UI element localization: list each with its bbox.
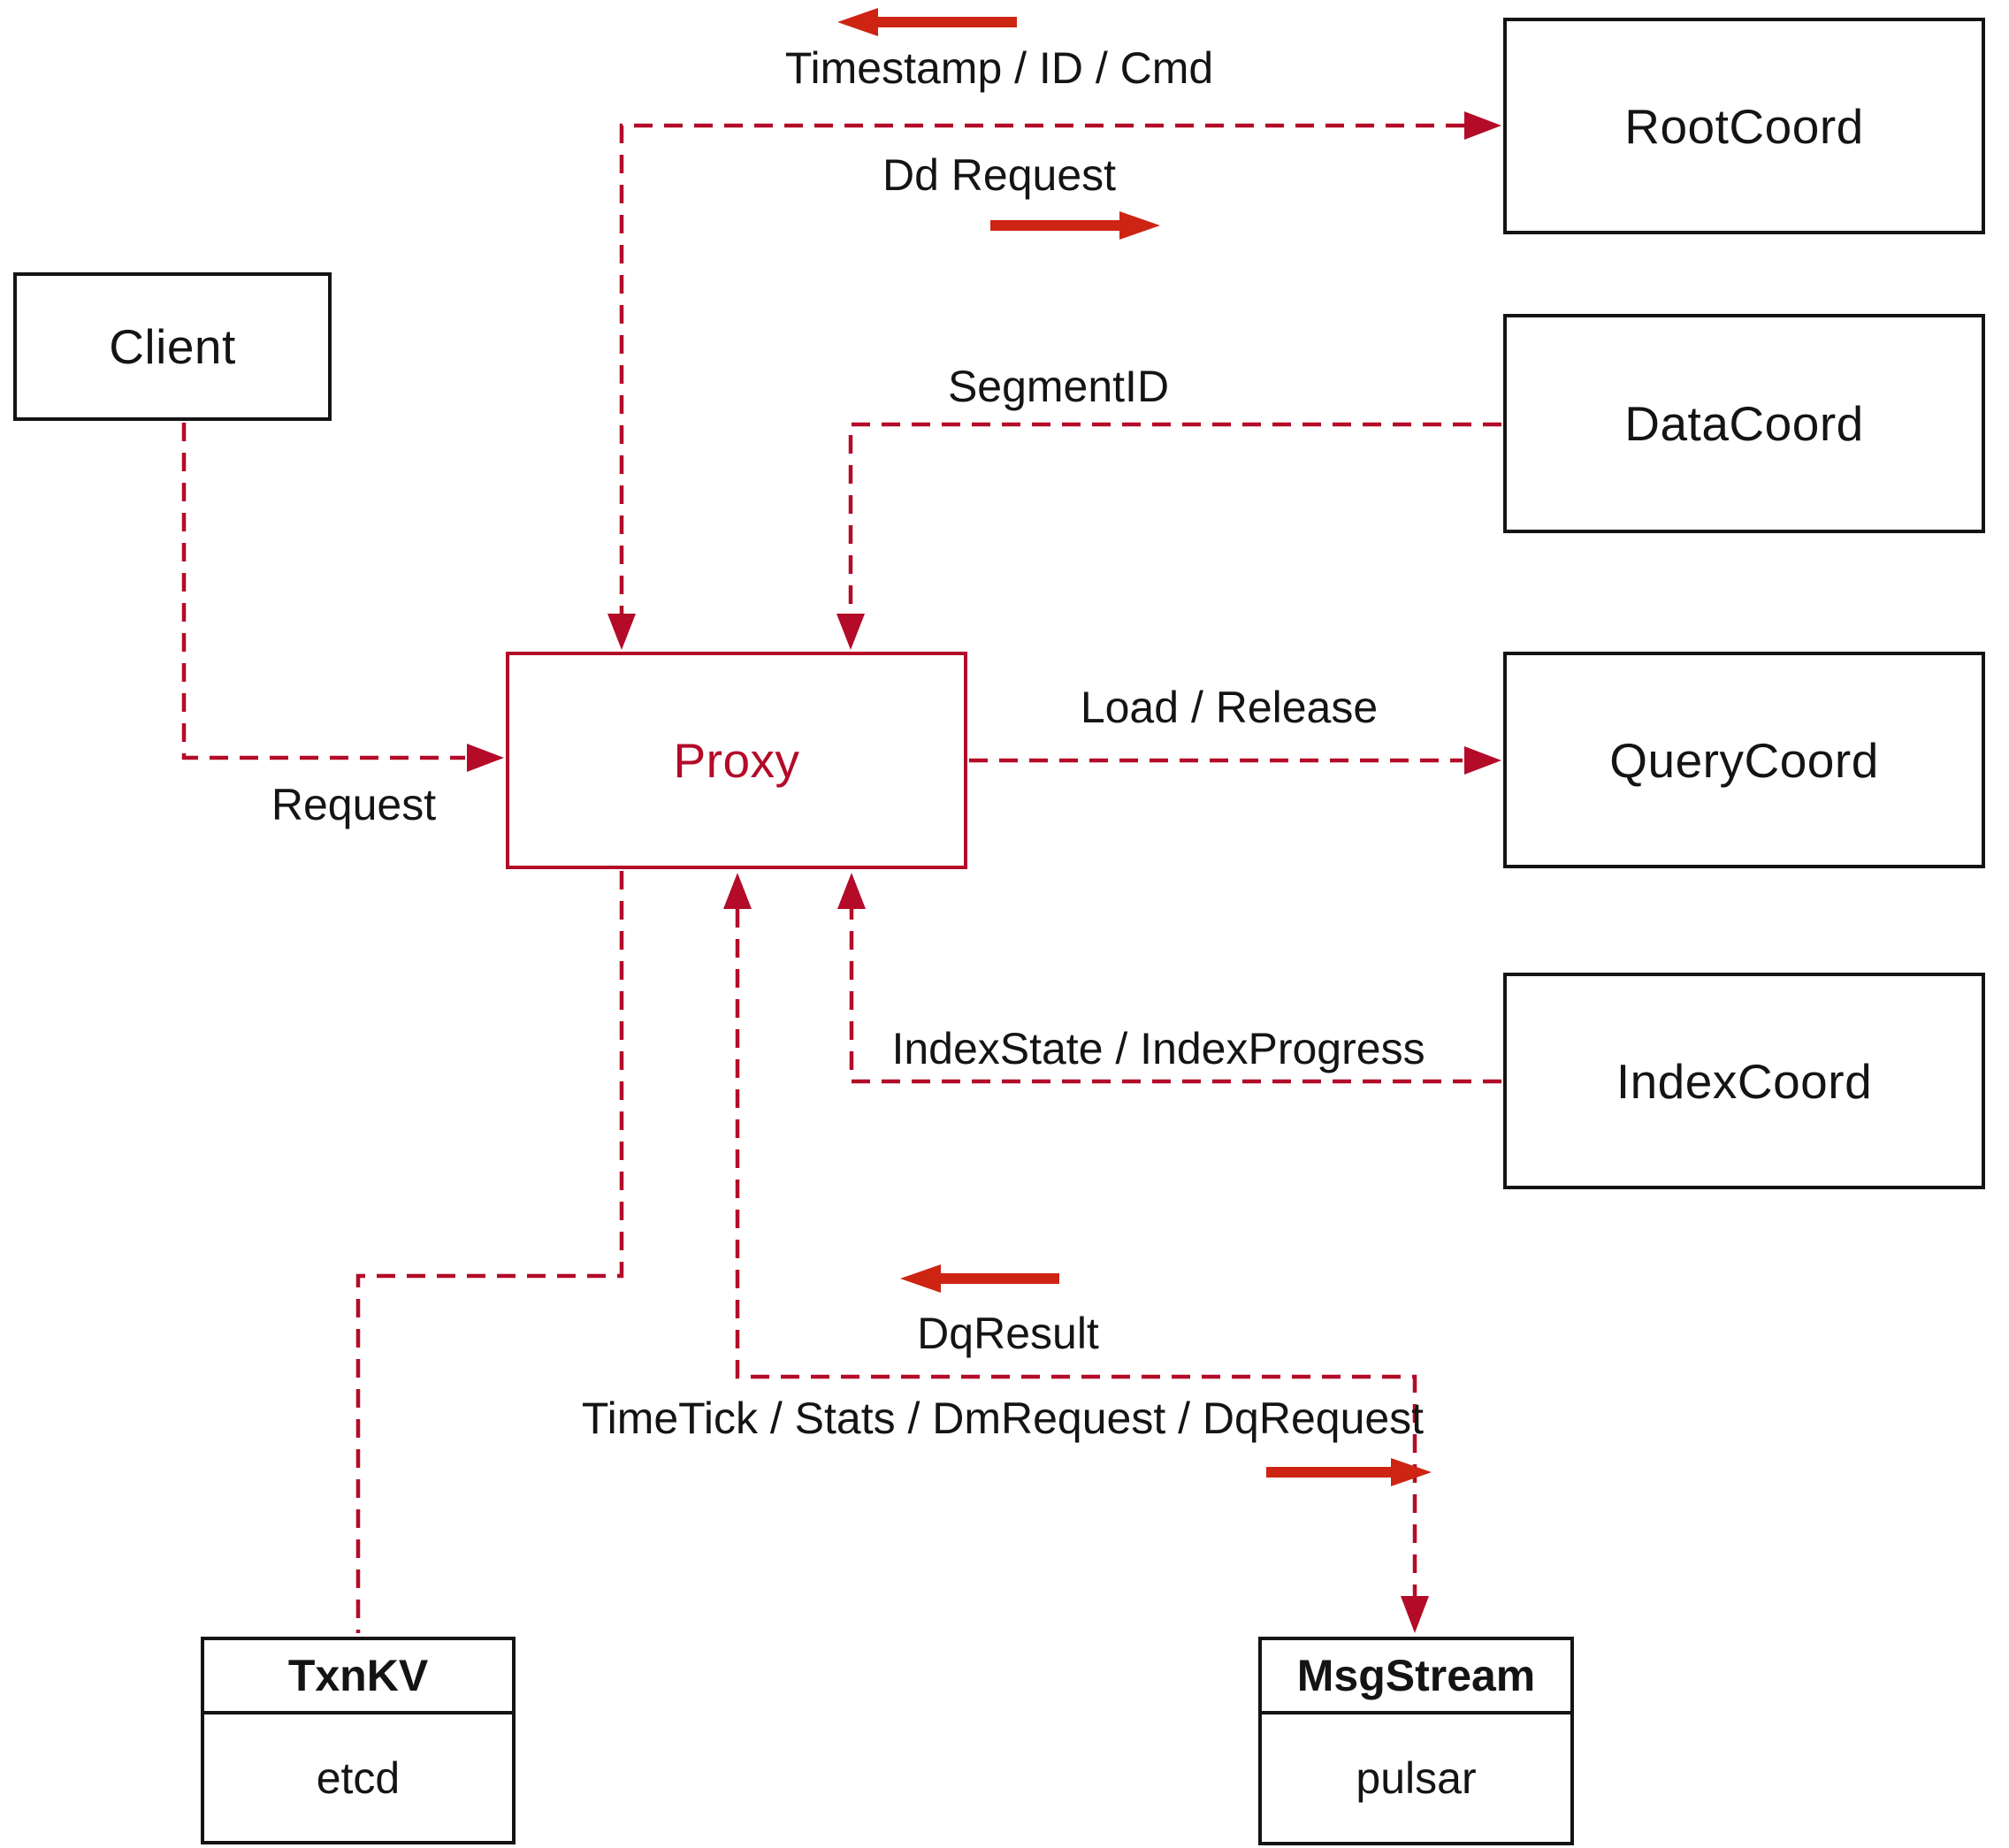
arrow-left-icon: [900, 1264, 1059, 1293]
edge-label-timetick: TimeTick / Stats / DmRequest / DqRequest: [581, 1394, 1425, 1443]
node-client: Client: [13, 272, 332, 421]
node-label: Client: [109, 319, 236, 374]
edge-datacoord-proxy: [836, 422, 1501, 650]
node-rootcoord: RootCoord: [1503, 18, 1985, 234]
edge-proxy-txnkv: [355, 871, 624, 1633]
edge-proxy-querycoord: [969, 746, 1501, 775]
edge-label-load-release: Load / Release: [1080, 683, 1379, 732]
edge-label-timestamp: Timestamp / ID / Cmd: [784, 43, 1214, 93]
node-querycoord: QueryCoord: [1503, 652, 1985, 868]
node-title: MsgStream: [1262, 1640, 1570, 1714]
edge-indexcoord-proxy: [837, 873, 1501, 1084]
node-label: QueryCoord: [1609, 732, 1879, 788]
edge-label-index-state: IndexState / IndexProgress: [891, 1024, 1425, 1073]
node-indexcoord: IndexCoord: [1503, 973, 1985, 1189]
node-title: TxnKV: [204, 1640, 512, 1714]
edge-label-dd-request: Dd Request: [882, 150, 1117, 200]
arrow-right-icon: [990, 211, 1160, 240]
node-subtitle: etcd: [316, 1753, 401, 1803]
edge-proxy-rootcoord: [607, 111, 1501, 650]
node-msgstream: MsgStream pulsar: [1258, 1637, 1574, 1845]
arrow-left-icon: [837, 8, 1017, 36]
edge-label-request: Request: [271, 780, 437, 829]
edge-label-dq-result: DqResult: [917, 1309, 1099, 1358]
node-proxy: Proxy: [506, 652, 967, 869]
node-label: Proxy: [673, 733, 800, 788]
arrow-right-icon: [1266, 1458, 1432, 1486]
node-label: DataCoord: [1624, 396, 1864, 451]
node-txnkv: TxnKV etcd: [201, 1637, 516, 1844]
node-label: IndexCoord: [1616, 1053, 1873, 1109]
edge-proxy-msgstream: [723, 873, 1429, 1633]
node-label: RootCoord: [1624, 98, 1864, 154]
edge-client-proxy: [181, 423, 504, 772]
node-datacoord: DataCoord: [1503, 314, 1985, 533]
node-subtitle: pulsar: [1356, 1753, 1477, 1803]
edge-label-segment-id: SegmentID: [947, 362, 1170, 411]
